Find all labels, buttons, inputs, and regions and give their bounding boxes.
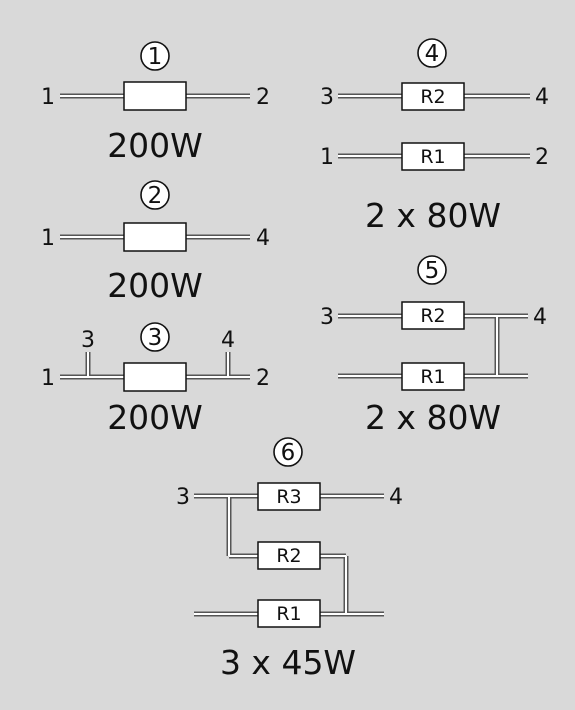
terminal-left: 3 [320, 85, 334, 110]
resistor-label: R1 [420, 146, 445, 168]
diagram-number: 3 [148, 325, 163, 351]
diagram-number-badge: 2 [140, 180, 170, 210]
diagram-number-badge: 5 [417, 255, 447, 285]
terminal-left: 1 [41, 366, 55, 391]
resistor-r3: R3 [257, 482, 321, 511]
terminal-right: 2 [535, 145, 549, 170]
resistor-body [401, 301, 465, 330]
power-rating: 200W [107, 266, 203, 305]
number-circle [140, 180, 170, 210]
resistor-r2: R2 [401, 82, 465, 111]
terminal-left: 1 [41, 85, 55, 110]
number-circle [140, 322, 170, 352]
power-rating: 3 x 45W [220, 643, 356, 682]
power-rating: 200W [107, 398, 203, 437]
diagram-number-badge: 6 [273, 437, 303, 467]
resistor-r1: R1 [401, 142, 465, 171]
diagram-number-badge: 3 [140, 322, 170, 352]
diagram-number-badge: 1 [140, 41, 170, 71]
power-rating: 2 x 80W [365, 196, 501, 235]
resistor-label: R1 [420, 366, 445, 388]
power-rating: 200W [107, 126, 203, 165]
terminal-top-left: 3 [81, 328, 95, 353]
resistor-label: R2 [420, 86, 445, 108]
diagram-number: 5 [425, 258, 440, 284]
resistor-body [401, 362, 465, 391]
number-circle [417, 38, 447, 68]
terminal-left: 1 [320, 145, 334, 170]
terminal-top-right: 4 [221, 328, 235, 353]
diagram-2: 2 1 4 200W [41, 180, 270, 305]
power-rating: 2 x 80W [365, 398, 501, 437]
resistor-r1: R1 [257, 599, 321, 628]
number-circle [273, 437, 303, 467]
resistor-body [123, 362, 187, 392]
terminal-left: 3 [176, 485, 190, 510]
resistor-body [401, 82, 465, 111]
terminal-right: 2 [256, 85, 270, 110]
resistor-r1: R1 [401, 362, 465, 391]
resistor-body [401, 142, 465, 171]
resistor-label: R3 [276, 486, 301, 508]
resistor-label: R1 [276, 603, 301, 625]
resistor-body [257, 541, 321, 570]
terminal-right: 4 [533, 305, 547, 330]
diagram-4: 4 R2 R1 3 4 1 2 2 x 80W [320, 38, 549, 235]
number-circle [140, 41, 170, 71]
resistor-body [257, 599, 321, 628]
terminal-right: 4 [535, 85, 549, 110]
diagram-3: 3 1 2 3 4 200W [41, 322, 270, 437]
diagram-number: 4 [425, 41, 440, 67]
terminal-left: 1 [41, 226, 55, 251]
diagram-number: 6 [281, 440, 296, 466]
resistor-r2: R2 [401, 301, 465, 330]
resistor-body [257, 482, 321, 511]
resistor-label: R2 [420, 305, 445, 327]
number-circle [417, 255, 447, 285]
resistor-label: R2 [276, 545, 301, 567]
resistor-body [123, 222, 187, 252]
diagram-6: 6 R3 R2 R1 [176, 437, 403, 682]
resistor-r2: R2 [257, 541, 321, 570]
diagram-1: 1 1 2 200W [41, 41, 270, 165]
terminal-right: 4 [256, 226, 270, 251]
diagram-number-badge: 4 [417, 38, 447, 68]
terminal-right: 2 [256, 366, 270, 391]
diagram-number: 2 [148, 183, 163, 209]
terminal-right: 4 [389, 485, 403, 510]
terminal-left: 3 [320, 305, 334, 330]
diagram-number: 1 [148, 44, 163, 70]
diagram-5: 5 R2 R1 3 4 2 x 80W [320, 255, 547, 437]
resistor-body [123, 81, 187, 111]
